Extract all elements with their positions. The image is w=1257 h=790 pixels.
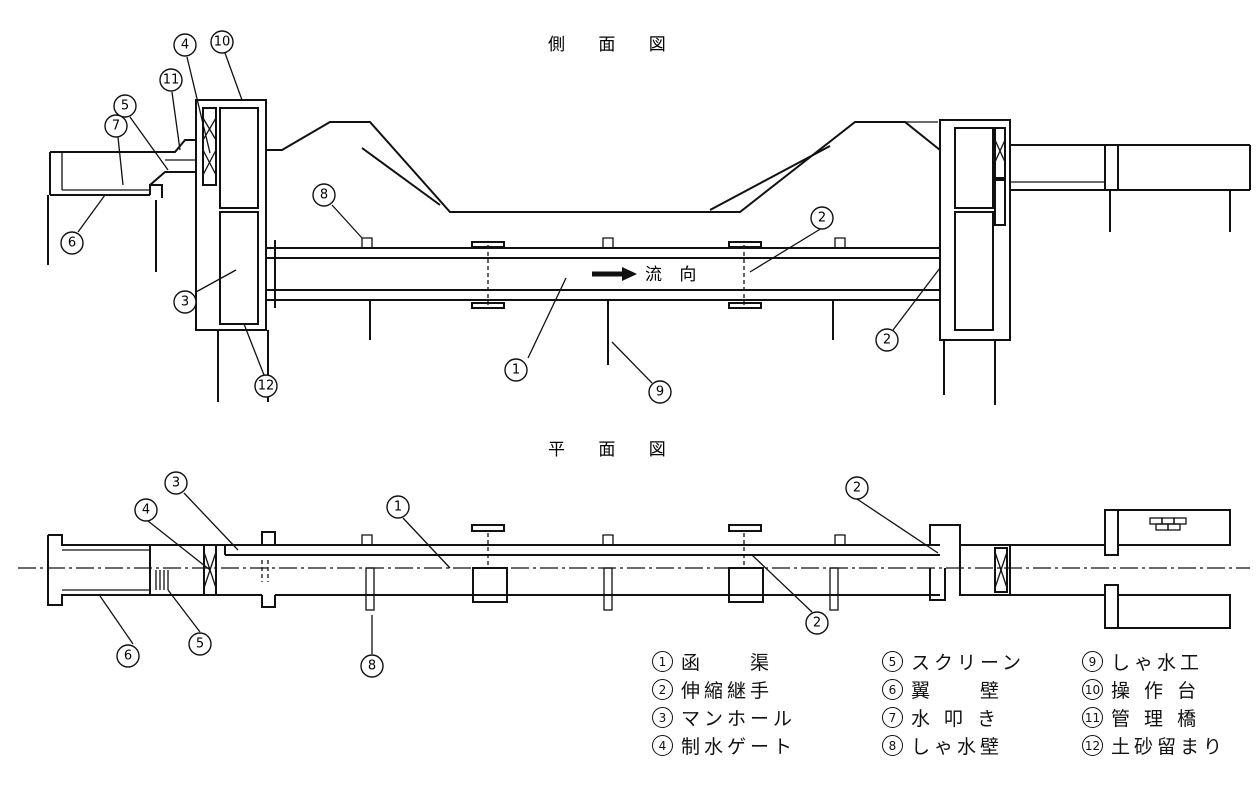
svg-text:8: 8: [368, 659, 376, 674]
embankment-profile: [266, 121, 941, 213]
arrow-right-icon: [622, 267, 637, 281]
plan-view-title: 平 面 図: [548, 440, 680, 460]
callout-plan-4: 4: [134, 498, 158, 522]
svg-text:11: 11: [163, 73, 180, 88]
svg-text:5: 5: [121, 99, 129, 114]
callout-plan-3: 3: [164, 471, 188, 495]
svg-text:3: 3: [172, 476, 180, 491]
callout-plan-5: 5: [188, 632, 212, 656]
plan-culvert: [224, 524, 940, 611]
callout-side-5: 5: [113, 94, 137, 118]
culvert-box: [266, 237, 950, 365]
svg-text:6: 6: [68, 236, 76, 251]
callout-side-2b: 2: [875, 328, 899, 352]
svg-text:7: 7: [112, 119, 120, 134]
svg-text:4: 4: [142, 503, 150, 518]
svg-text:3: 3: [181, 295, 189, 310]
callout-plan-2a: 2: [845, 476, 869, 500]
svg-text:5: 5: [196, 637, 204, 652]
side-leaders: [77, 52, 941, 384]
callout-side-1: 1: [504, 358, 528, 382]
left-gate-tower: [195, 99, 269, 402]
side-view-title: 側 面 図: [548, 35, 680, 55]
callout-side-2a: 2: [810, 206, 834, 230]
plan-right-gate: [929, 524, 1105, 601]
plan-leaders: [99, 492, 939, 654]
plan-right-channel: [1104, 509, 1231, 629]
svg-text:2: 2: [818, 211, 826, 226]
svg-text:12: 12: [258, 379, 275, 394]
callout-side-11: 11: [159, 68, 183, 92]
callout-side-10: 10: [210, 30, 234, 54]
callout-side-6: 6: [60, 231, 84, 255]
flow-label: 流 向: [645, 265, 702, 285]
svg-text:9: 9: [656, 385, 664, 400]
svg-text:1: 1: [394, 500, 402, 515]
callout-side-12: 12: [254, 374, 278, 398]
callout-side-3: 3: [173, 290, 197, 314]
plan-view: 平 面 図: [18, 440, 1250, 678]
svg-text:10: 10: [214, 35, 231, 50]
callout-side-7: 7: [104, 114, 128, 138]
svg-text:2: 2: [813, 616, 821, 631]
svg-text:2: 2: [883, 333, 891, 348]
callout-side-4: 4: [173, 33, 197, 57]
callout-side-9: 9: [648, 380, 672, 404]
svg-text:2: 2: [853, 481, 861, 496]
side-view: 側 面 図: [47, 30, 1251, 405]
callout-plan-6: 6: [116, 644, 140, 668]
right-downstream-channel: [1010, 144, 1251, 232]
callout-plan-8: 8: [360, 654, 384, 678]
callout-plan-2b: 2: [805, 611, 829, 635]
svg-text:1: 1: [512, 363, 520, 378]
svg-text:4: 4: [181, 38, 189, 53]
svg-text:6: 6: [124, 649, 132, 664]
svg-text:8: 8: [320, 188, 328, 203]
callout-side-8: 8: [312, 183, 336, 207]
callout-plan-1: 1: [386, 495, 410, 519]
flow-direction: 流 向: [592, 265, 702, 285]
right-gate-tower: [939, 119, 1011, 405]
